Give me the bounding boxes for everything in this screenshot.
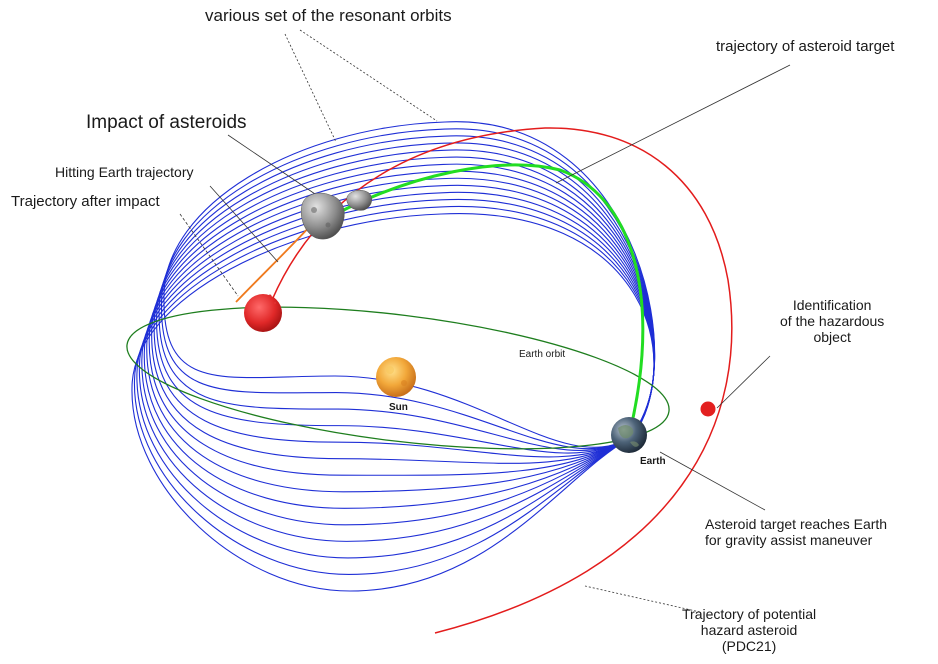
sun-icon [376,357,416,397]
target-reaches-earth-label: Asteroid target reaches Earth for gravit… [705,516,888,549]
leader-lines [179,29,791,613]
earth-label: Earth [640,456,666,467]
resonant-orbit-path [143,177,655,509]
resonant-orbit-path [146,170,655,493]
hazard-asteroid-trajectory-label: Trajectory of potential hazard asteroid … [682,606,817,655]
resonant-orbit-path [158,135,655,451]
impact-of-asteroids-label: Impact of asteroids [86,112,247,133]
resonant-orbits-label: various set of the resonant orbits [205,6,452,25]
resonant-orbit-path [133,206,655,576]
resonant-orbit-path [131,213,655,592]
earth-orbit-label: Earth orbit [519,349,566,360]
hazard-asteroid-trajectory [271,127,733,634]
resonant-orbit-path [148,163,655,476]
asteroid-target-trajectory [335,163,645,419]
resonant-orbit-path [160,128,656,450]
earth-icon [611,417,647,453]
resonant-orbit-path [153,149,655,458]
asteroid-target-icon [346,189,372,211]
identification-label: Identification of the hazardous object [780,297,885,346]
trajectory-after-impact-label: Trajectory after impact [11,193,160,210]
hazardous-object-marker [700,401,716,417]
resonant-orbit-path [151,156,655,464]
asteroid-icon [300,192,345,240]
trajectory-after-impact [235,223,313,303]
impacted-asteroid-icon [244,294,282,332]
resonant-orbit-path [156,142,655,454]
resonant-orbits [131,121,656,592]
earth-orbit-path [126,306,670,450]
asteroid-target-trajectory-label: trajectory of asteroid target [716,38,895,55]
resonant-orbit-path [141,184,655,526]
sun-label: Sun [389,402,408,413]
hitting-earth-trajectory-label: Hitting Earth trajectory [55,164,194,180]
